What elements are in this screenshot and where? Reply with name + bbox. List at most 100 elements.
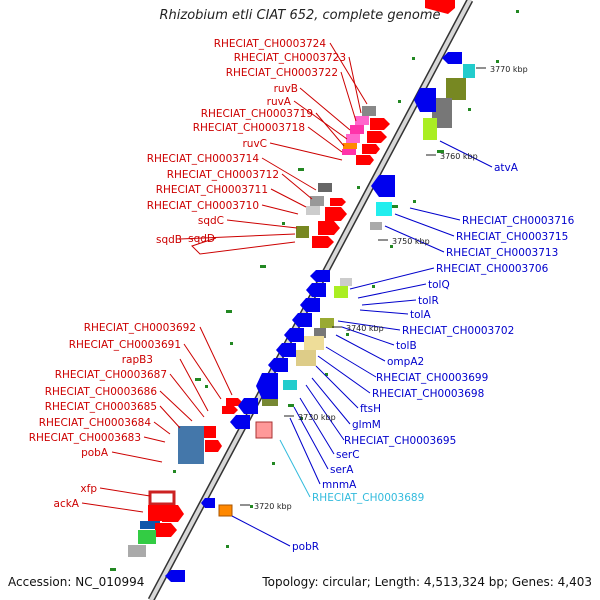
gene-label[interactable]: tolR xyxy=(418,295,439,307)
gene-label[interactable]: RHECIAT_CH0003715 xyxy=(456,231,568,243)
gene-arrow xyxy=(256,373,278,399)
gene-label[interactable]: tolQ xyxy=(428,279,450,291)
tick-label-3740: 3740 kbp xyxy=(346,324,384,333)
gene-block xyxy=(283,380,297,390)
reverse-strand-genes xyxy=(165,52,475,582)
gene-block xyxy=(362,106,376,116)
gene-label[interactable]: glmM xyxy=(352,419,381,431)
gene-arrow xyxy=(226,398,242,406)
gene-label[interactable]: serA xyxy=(330,464,354,476)
gene-label[interactable]: sqdC xyxy=(198,215,224,227)
gene-block xyxy=(446,78,466,100)
gene-block xyxy=(376,202,392,216)
gene-label[interactable]: tolA xyxy=(410,309,431,321)
gene-label[interactable]: RHECIAT_CH0003723 xyxy=(234,52,346,64)
gene-label[interactable]: ompA2 xyxy=(387,356,424,368)
gene-arrow xyxy=(330,198,346,206)
gene-label[interactable]: atvA xyxy=(494,162,519,174)
gene-block xyxy=(178,426,204,464)
gene-block xyxy=(423,118,437,140)
gene-arrow xyxy=(425,0,455,14)
genome-summary-text: Topology: circular; Length: 4,513,324 bp… xyxy=(262,575,592,589)
gene-arrow xyxy=(356,155,374,165)
gene-label[interactable]: RHECIAT_CH0003692 xyxy=(84,322,196,334)
gene-arrow xyxy=(325,207,347,221)
gene-arrow xyxy=(284,328,304,342)
gene-label[interactable]: RHECIAT_CH0003702 xyxy=(402,325,514,337)
gene-block xyxy=(320,318,334,328)
tick-label-3720: 3720 kbp xyxy=(254,502,292,511)
gene-arrow xyxy=(310,270,330,282)
forward-strand-genes xyxy=(128,0,455,557)
gene-arrow xyxy=(292,313,312,327)
tick-label-3730: 3730 kbp xyxy=(298,413,336,422)
gene-label[interactable]: RHECIAT_CH0003710 xyxy=(147,200,259,212)
gene-label[interactable]: RHECIAT_CH0003685 xyxy=(45,401,157,413)
gene-block xyxy=(204,426,216,438)
gene-label[interactable]: RHECIAT_CH0003711 xyxy=(156,184,268,196)
gene-label[interactable]: ruvB xyxy=(274,83,298,95)
gene-label[interactable]: RHECIAT_CH0003683 xyxy=(29,432,141,444)
left-leader-lines xyxy=(81,42,368,513)
gene-label[interactable]: mnmA xyxy=(322,479,357,491)
gene-block xyxy=(255,421,273,439)
gene-block xyxy=(463,64,475,78)
gene-label[interactable]: xfp xyxy=(80,483,97,495)
gene-label[interactable]: RHECIAT_CH0003712 xyxy=(167,169,279,181)
left-gene-labels: RHECIAT_CH0003724 RHECIAT_CH0003723 RHEC… xyxy=(29,38,346,510)
gene-block xyxy=(296,350,316,366)
gene-label[interactable]: RHECIAT_CH0003698 xyxy=(372,388,484,400)
gene-label[interactable]: tolB xyxy=(396,340,417,352)
gene-arrow xyxy=(222,406,238,414)
gene-arrow xyxy=(162,505,184,522)
gene-block xyxy=(296,226,309,238)
gene-block xyxy=(128,545,146,557)
gene-label-highlighted[interactable]: RHECIAT_CH0003689 xyxy=(312,492,424,504)
gene-block xyxy=(304,336,324,350)
tick-label-3760: 3760 kbp xyxy=(440,152,478,161)
gene-label[interactable]: RHECIAT_CH0003687 xyxy=(55,369,167,381)
gene-arrow xyxy=(165,570,185,582)
gene-label[interactable]: RHECIAT_CH0003706 xyxy=(436,263,549,275)
gene-label[interactable]: RHECIAT_CH0003722 xyxy=(226,67,338,79)
gene-block xyxy=(346,134,360,143)
gene-label[interactable]: serC xyxy=(336,449,360,461)
gene-label[interactable]: RHECIAT_CH0003719 xyxy=(201,108,313,120)
right-leader-lines xyxy=(231,140,493,547)
gene-block xyxy=(318,183,332,192)
gene-label[interactable]: sqdB xyxy=(156,234,182,246)
gene-label[interactable]: ruvC xyxy=(242,138,267,150)
gene-label[interactable]: RHECIAT_CH0003716 xyxy=(462,215,575,227)
highlight-leader-line xyxy=(279,439,311,498)
gene-block xyxy=(340,278,352,286)
gene-label[interactable]: rapB3 xyxy=(122,354,153,366)
gene-arrow xyxy=(155,523,177,537)
gene-block xyxy=(138,530,156,544)
gene-block xyxy=(342,149,356,155)
gene-label[interactable]: RHECIAT_CH0003713 xyxy=(446,247,558,259)
gene-label[interactable]: RHECIAT_CH0003699 xyxy=(376,372,488,384)
gene-block xyxy=(343,143,357,149)
gene-label[interactable]: ackA xyxy=(54,498,80,510)
gene-block xyxy=(140,521,160,529)
gene-label[interactable]: sqdD xyxy=(188,233,215,245)
tick-label-3770: 3770 kbp xyxy=(490,65,528,74)
gene-label[interactable]: ruvA xyxy=(267,96,292,108)
gene-arrow xyxy=(362,144,380,154)
gene-label[interactable]: RHECIAT_CH0003691 xyxy=(69,339,181,351)
gene-label[interactable]: RHECIAT_CH0003695 xyxy=(344,435,456,447)
gene-label[interactable]: ftsH xyxy=(360,403,381,415)
gene-block xyxy=(334,286,348,298)
gene-block xyxy=(306,206,320,215)
gene-arrow xyxy=(312,236,334,248)
gene-label[interactable]: RHECIAT_CH0003714 xyxy=(147,153,260,165)
gene-label[interactable]: RHECIAT_CH0003724 xyxy=(214,38,327,50)
gene-label[interactable]: pobR xyxy=(292,541,319,553)
gene-label[interactable]: RHECIAT_CH0003684 xyxy=(39,417,152,429)
gene-label[interactable]: RHECIAT_CH0003718 xyxy=(193,122,305,134)
gene-label[interactable]: RHECIAT_CH0003686 xyxy=(45,386,158,398)
gene-block xyxy=(355,116,369,125)
gene-arrow xyxy=(205,440,222,452)
gene-arrow xyxy=(442,52,462,64)
gene-label[interactable]: pobA xyxy=(81,447,109,459)
